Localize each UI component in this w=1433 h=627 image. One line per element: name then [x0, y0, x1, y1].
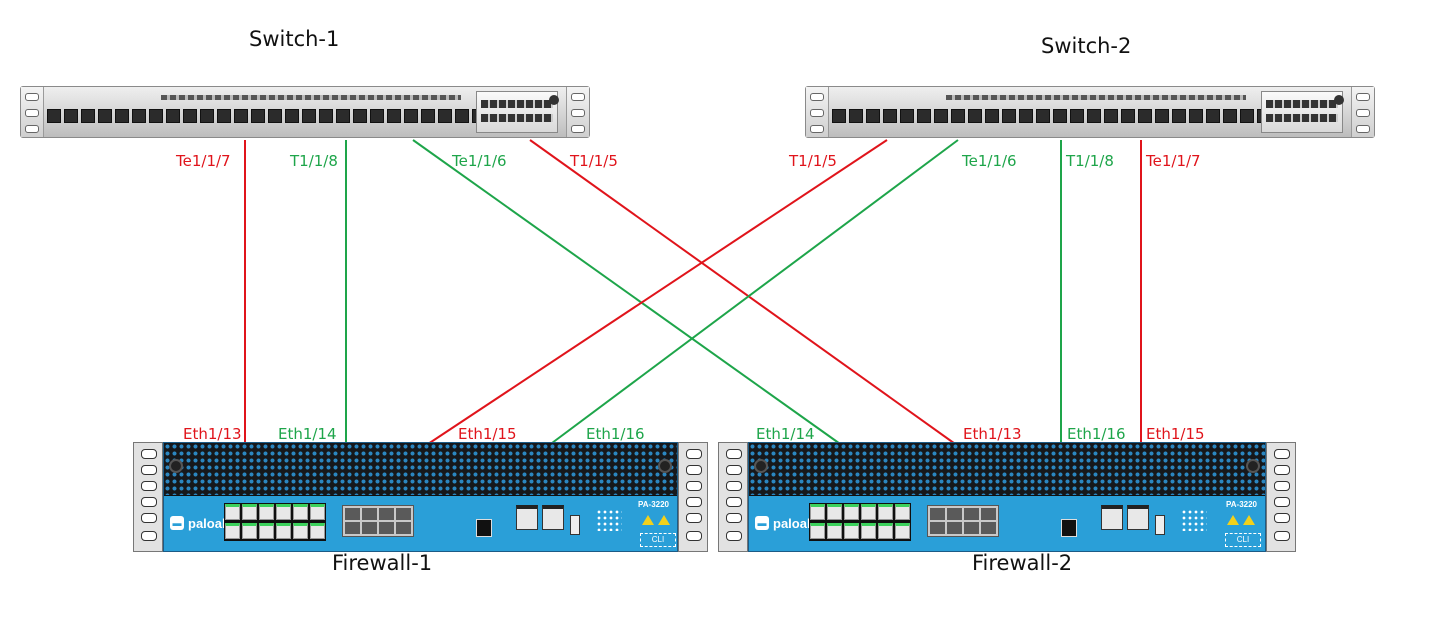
- warning-icon: [1243, 515, 1255, 525]
- rack-ear: [678, 442, 708, 552]
- switch-1-label: Switch-1: [249, 27, 340, 51]
- switch-2-label: Switch-2: [1041, 34, 1132, 58]
- cli-label: CLI: [640, 533, 676, 547]
- rack-ear: [133, 442, 163, 552]
- firewall-1-port-label: Eth1/14: [278, 425, 337, 443]
- warning-icon: [658, 515, 670, 525]
- firewall-1: ▬ paloalto PA-3220 CLI: [133, 442, 708, 552]
- console-port: [1127, 505, 1149, 530]
- link-l6: [547, 139, 959, 447]
- rack-ear: [718, 442, 748, 552]
- rack-ear: [21, 87, 44, 137]
- firewall-2-label: Firewall-2: [972, 551, 1073, 575]
- firewall-2-port-label: Eth1/16: [1067, 425, 1126, 443]
- copper-ports: [224, 503, 326, 541]
- ha-port: [476, 519, 492, 537]
- vent-grille: [749, 443, 1265, 496]
- sfp-ports: [342, 505, 414, 537]
- usb-port: [1155, 515, 1165, 535]
- model-label: PA-3220: [638, 500, 669, 509]
- usb-port: [570, 515, 580, 535]
- link-l4: [529, 139, 959, 447]
- switch-2-port-label: Te1/1/6: [962, 152, 1017, 170]
- switch-1-port-label: Te1/1/7: [176, 152, 231, 170]
- firewall-1-label: Firewall-1: [332, 551, 433, 575]
- warning-icon: [642, 515, 654, 525]
- firewall-1-port-label: Eth1/16: [586, 425, 645, 443]
- link-l3: [412, 139, 844, 447]
- sfp-ports: [927, 505, 999, 537]
- rack-ear: [806, 87, 829, 137]
- switch-2-port-label: T1/1/8: [1066, 152, 1114, 170]
- rack-ear: [1351, 87, 1374, 137]
- switch-1: [20, 86, 590, 138]
- switch-1-port-label: Te1/1/6: [452, 152, 507, 170]
- switch-1-port-label: T1/1/8: [290, 152, 338, 170]
- rack-ear: [566, 87, 589, 137]
- mgmt-port: [516, 505, 538, 530]
- status-leds: [1181, 509, 1207, 531]
- firewall-1-port-label: Eth1/13: [183, 425, 242, 443]
- vent-grille: [164, 443, 677, 496]
- firewall-2-port-label: Eth1/13: [963, 425, 1022, 443]
- paloalto-logo-icon: ▬: [755, 516, 769, 530]
- console-port: [542, 505, 564, 530]
- warning-icon: [1227, 515, 1239, 525]
- link-l5: [424, 139, 888, 447]
- switch-2-port-label: T1/1/5: [789, 152, 837, 170]
- firewall-2-port-label: Eth1/14: [756, 425, 815, 443]
- switch-1-port-label: T1/1/5: [570, 152, 618, 170]
- firewall-2: ▬ paloalto PA-3220 CLI: [718, 442, 1296, 552]
- copper-ports: [809, 503, 911, 541]
- status-leds: [596, 509, 622, 531]
- rack-ear: [1266, 442, 1296, 552]
- model-label: PA-3220: [1226, 500, 1257, 509]
- switch-2-port-label: Te1/1/7: [1146, 152, 1201, 170]
- paloalto-logo-icon: ▬: [170, 516, 184, 530]
- switch-2: [805, 86, 1375, 138]
- firewall-2-port-label: Eth1/15: [1146, 425, 1205, 443]
- firewall-1-port-label: Eth1/15: [458, 425, 517, 443]
- mgmt-port: [1101, 505, 1123, 530]
- cli-label: CLI: [1225, 533, 1261, 547]
- ha-port: [1061, 519, 1077, 537]
